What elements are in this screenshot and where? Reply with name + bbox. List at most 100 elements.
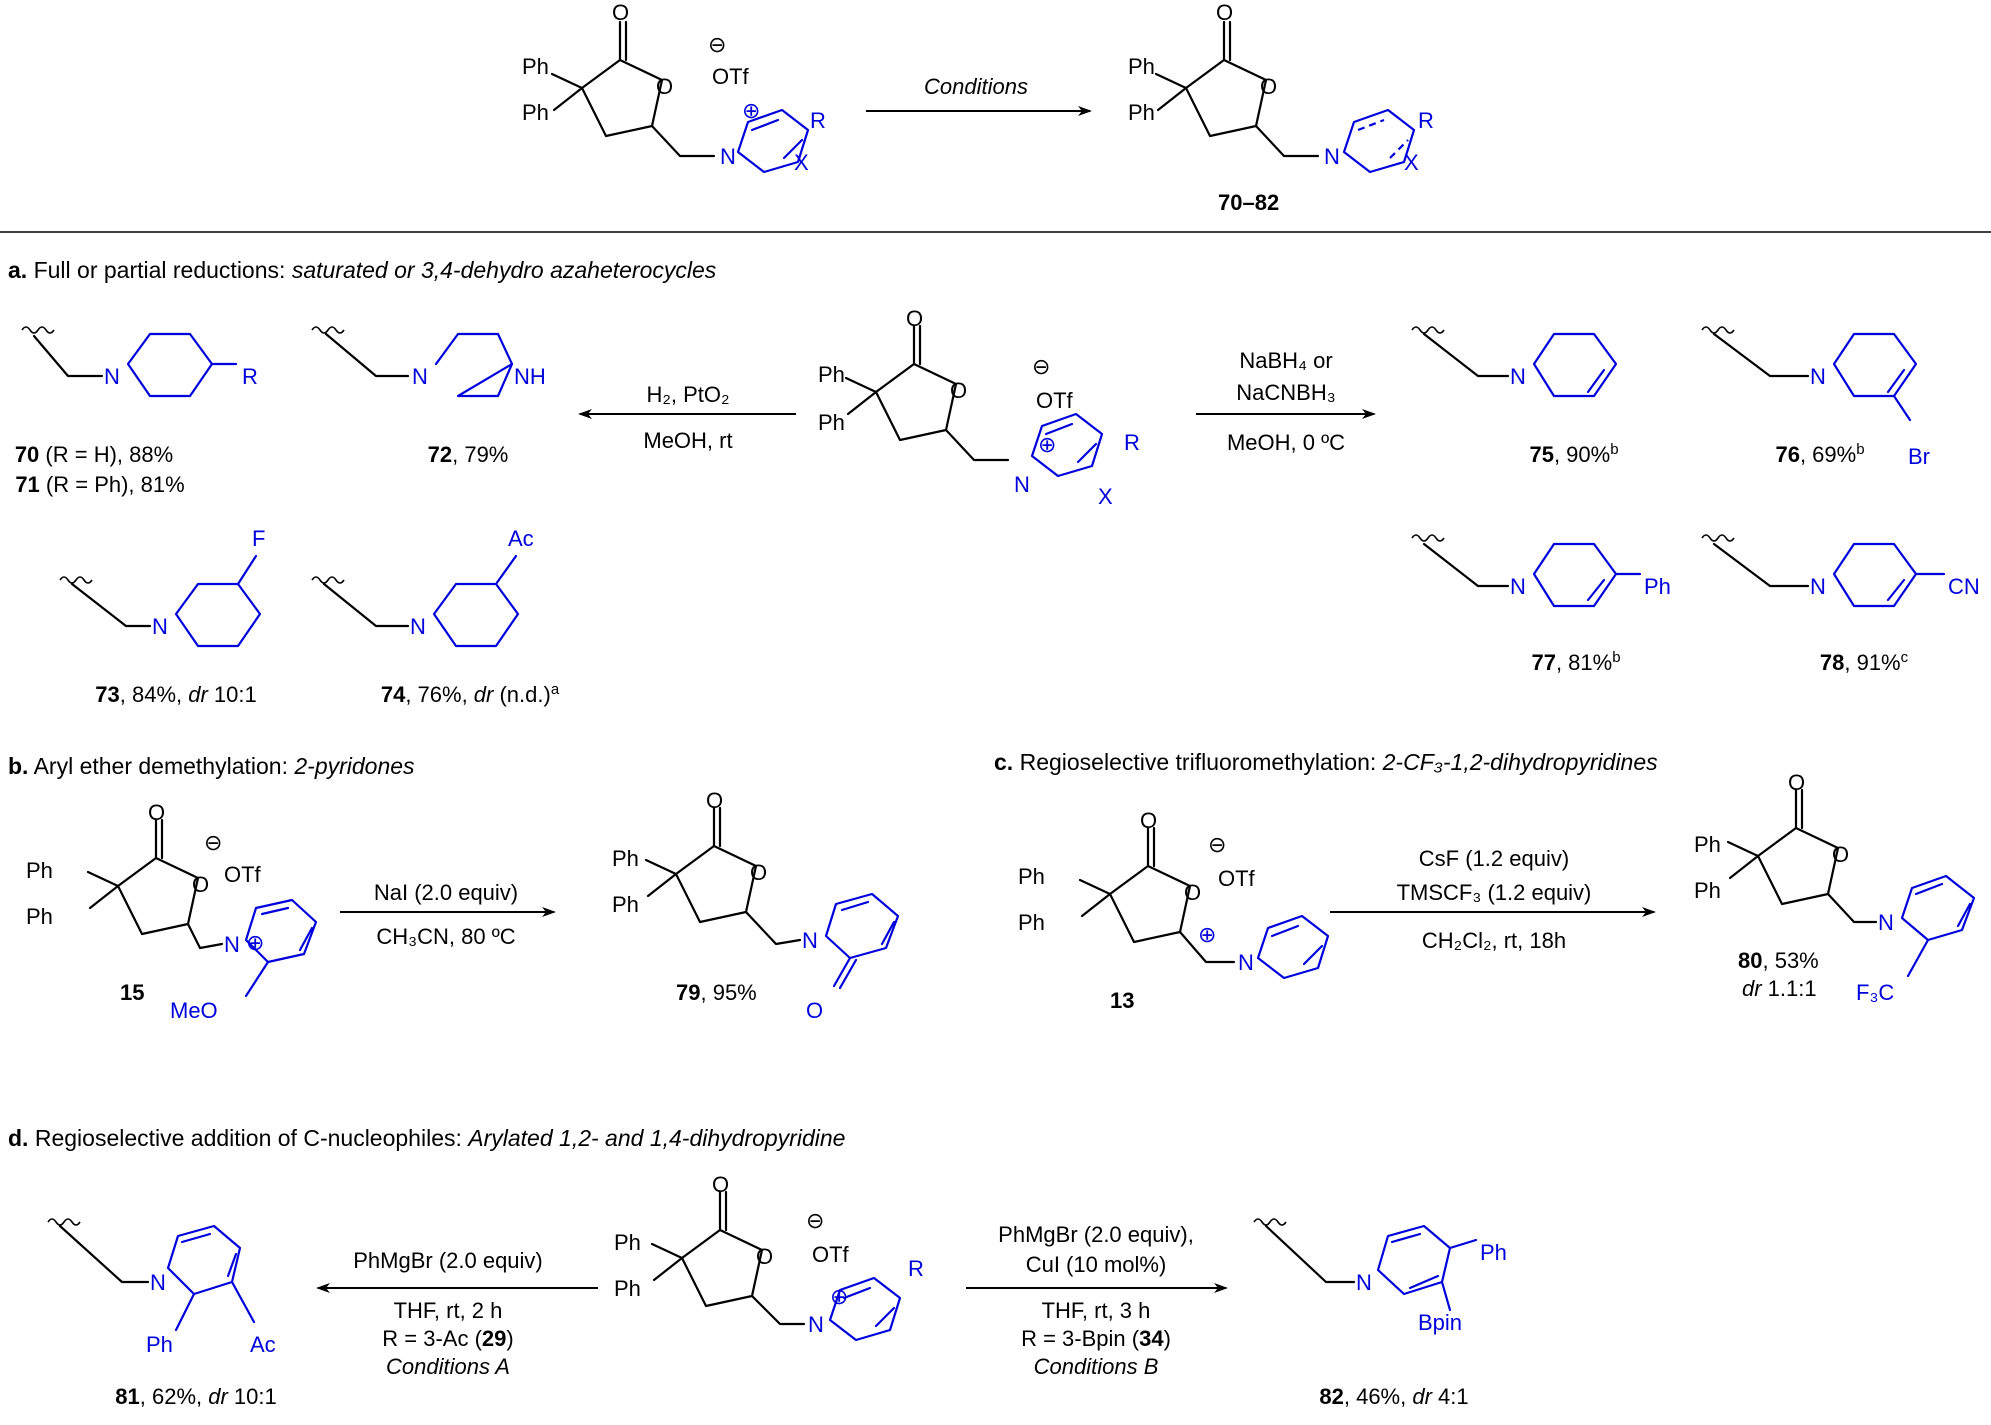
x-heteroatom-label: X (1098, 484, 1113, 509)
section-c-reagent-2: TMSCF₃ (1.2 equiv) (1397, 880, 1592, 905)
section-a-right-reagent-1: NaBH₄ or (1239, 348, 1332, 373)
compound-82: N Ph Bpin 82, 46%, dr 4:1 (1253, 1218, 1507, 1409)
header-product-numbers: 70–82 (1218, 190, 1279, 215)
trifluoromethyl-label: F₃C (1856, 980, 1894, 1005)
carbonyl-oxygen-label: O (612, 0, 629, 25)
carbonyl-oxygen-label: O (148, 800, 165, 825)
triflate-label: OTf (224, 862, 262, 887)
compound-72-label: 72, 79% (428, 442, 509, 467)
phenyl-label: Ph (146, 1332, 173, 1357)
compound-13: O O Ph Ph N ⊕ ⊖ OTf 13 (1018, 808, 1330, 1013)
compound-79: O O Ph Ph N O 79, 95% (612, 788, 900, 1023)
pyridinium-nitrogen-label: N (808, 1312, 824, 1337)
compound-15: O O Ph Ph N ⊕ MeO ⊖ OTf 15 (26, 800, 318, 1023)
compound-15-label: 15 (120, 980, 144, 1005)
x-heteroatom-label: X (1404, 150, 1419, 175)
bromo-label: Br (1908, 444, 1930, 469)
header-product: O O Ph Ph N R X 70–82 (1128, 0, 1434, 215)
negative-charge-icon: ⊖ (1208, 832, 1226, 857)
carbonyl-oxygen-label: O (1140, 808, 1157, 833)
acetyl-label: Ac (250, 1332, 276, 1357)
compound-81: N Ph Ac 81, 62%, dr 10:1 (47, 1218, 277, 1409)
x-heteroatom-label: X (794, 150, 809, 175)
compound-70-label: 70 (R = H), 88% (15, 442, 173, 467)
phenyl-label: Ph (614, 1276, 641, 1301)
nitrogen-label: N (1324, 144, 1340, 169)
section-a-right-conditions: MeOH, 0 ºC (1227, 430, 1345, 455)
carbonyl-oxygen-label: O (706, 788, 723, 813)
section-d-title: d. Regioselective addition of C-nucleoph… (8, 1125, 845, 1151)
section-c-reagent-1: CsF (1.2 equiv) (1419, 846, 1569, 871)
carbonyl-oxygen-label: O (712, 1172, 729, 1197)
compound-78-label: 78, 91%c (1820, 649, 1909, 676)
ring-oxygen-label: O (1260, 74, 1277, 99)
phenyl-label: Ph (26, 858, 53, 883)
compound-73: N F 73, 84%, dr 10:1 (59, 526, 265, 707)
compound-74: N Ac 74, 76%, dr (n.d.)a (311, 526, 560, 708)
section-d-right-conditions: THF, rt, 3 h (1042, 1298, 1151, 1323)
ring-oxygen-label: O (1184, 880, 1201, 905)
header-starting-material: O O Ph Ph N ⊕ R X ⊖ OTf (522, 0, 826, 175)
triflate-label: OTf (1036, 388, 1074, 413)
positive-charge-icon: ⊕ (830, 1284, 848, 1309)
section-a-right-reagent-2: NaCNBH₃ (1236, 380, 1335, 405)
section-a-left-reagent: H₂, PtO₂ (646, 382, 729, 407)
compound-79-label: 79, 95% (676, 980, 757, 1005)
carbonyl-oxygen-label: O (1788, 770, 1805, 795)
section-d-left-conditions-name: Conditions A (386, 1354, 510, 1379)
compound-72: N NH 72, 79% (311, 326, 546, 467)
header-conditions: Conditions (924, 74, 1028, 99)
section-d-starting-material: O O Ph Ph N ⊕ R ⊖ OTf (614, 1172, 924, 1342)
pyridinium-nitrogen-label: N (224, 932, 240, 957)
compound-80: O O Ph Ph N F₃C 80, 53% dr 1.1:1 (1694, 770, 1976, 1005)
phenyl-label: Ph (1128, 100, 1155, 125)
compound-80-label: 80, 53% (1738, 948, 1819, 973)
compound-73-label: 73, 84%, dr 10:1 (95, 682, 256, 707)
ring-oxygen-label: O (656, 74, 673, 99)
cyano-label: CN (1948, 574, 1980, 599)
section-d-right-conditions-name: Conditions B (1034, 1354, 1159, 1379)
pyridone-oxygen-label: O (806, 998, 823, 1023)
triflate-label: OTf (812, 1242, 850, 1267)
r-substituent-label: R (1124, 430, 1140, 455)
ring-oxygen-label: O (1832, 842, 1849, 867)
pyridinium-nitrogen-label: N (720, 144, 736, 169)
r-substituent-label: R (908, 1256, 924, 1281)
section-d-right-reagent-1: PhMgBr (2.0 equiv), (998, 1222, 1194, 1247)
compound-81-label: 81, 62%, dr 10:1 (115, 1384, 276, 1409)
section-c-conditions: CH₂Cl₂, rt, 18h (1422, 928, 1566, 953)
positive-charge-icon: ⊕ (246, 930, 264, 955)
pyridinium-nitrogen-label: N (1014, 472, 1030, 497)
nitrogen-label: N (1810, 574, 1826, 599)
acetyl-label: Ac (508, 526, 534, 551)
triflate-label: OTf (1218, 866, 1256, 891)
section-c-title: c. Regioselective trifluoromethylation: … (994, 749, 1658, 775)
negative-charge-icon: ⊖ (708, 32, 726, 57)
phenyl-label: Ph (614, 1230, 641, 1255)
ring-oxygen-label: O (750, 860, 767, 885)
section-a-starting-material: O O Ph Ph N ⊕ R X ⊖ OTf (818, 306, 1140, 509)
section-a-left-solvent: MeOH, rt (643, 428, 732, 453)
carbonyl-oxygen-label: O (1216, 0, 1233, 25)
phenyl-label: Ph (1480, 1240, 1507, 1265)
nitrogen-label: N (1510, 364, 1526, 389)
phenyl-label: Ph (1128, 54, 1155, 79)
negative-charge-icon: ⊖ (1032, 354, 1050, 379)
nitrogen-label: N (1356, 1270, 1372, 1295)
triflate-label: OTf (712, 64, 750, 89)
phenyl-label: Ph (818, 410, 845, 435)
nitrogen-label: N (152, 614, 168, 639)
phenyl-label: Ph (1694, 832, 1721, 857)
compound-77-label: 77, 81%b (1531, 649, 1620, 676)
compound-74-label: 74, 76%, dr (n.d.)a (381, 681, 560, 708)
positive-charge-icon: ⊕ (1198, 922, 1216, 947)
negative-charge-icon: ⊖ (204, 830, 222, 855)
phenyl-label: Ph (612, 892, 639, 917)
section-b-reagent: NaI (2.0 equiv) (374, 880, 518, 905)
r-substituent-label: R (242, 364, 258, 389)
compound-70-71: N R 70 (R = H), 88% 71 (R = Ph), 81% (15, 326, 258, 497)
phenyl-label: Ph (818, 362, 845, 387)
section-d-right-reagent-2: CuI (10 mol%) (1026, 1252, 1167, 1277)
phenyl-label: Ph (522, 100, 549, 125)
